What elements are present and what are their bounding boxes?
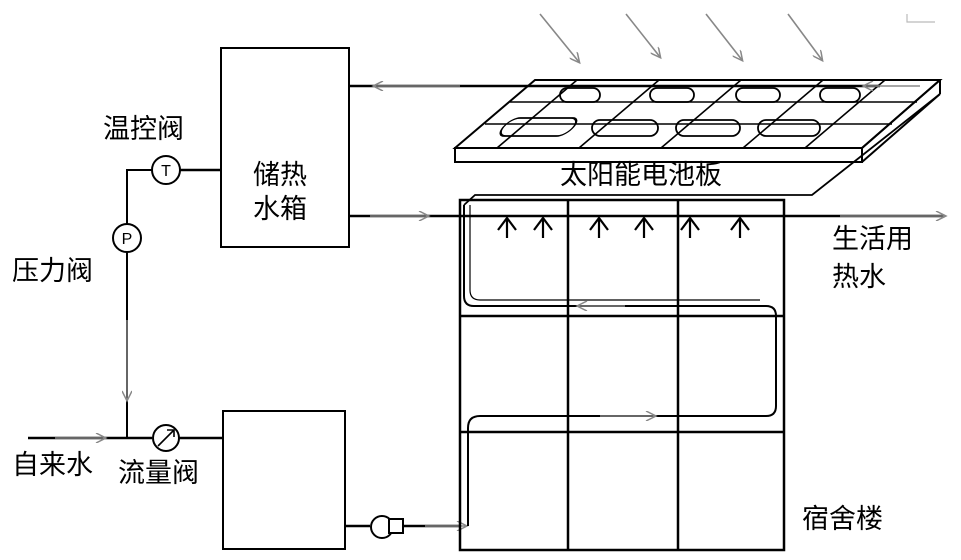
tap-water-label: 自来水: [12, 450, 93, 481]
dormitory-building: [458, 198, 786, 552]
pressure-valve-label: 压力阀: [12, 256, 93, 287]
pump-symbol: [370, 515, 404, 539]
temp-valve-label: 温控阀: [103, 114, 184, 145]
sun-rays: [539, 13, 822, 62]
pressure-valve-letter: P: [122, 231, 133, 248]
corner-mark: [906, 14, 935, 23]
flow-valve-symbol: [152, 424, 180, 452]
heat-arrows: [497, 216, 750, 238]
pressure-valve-symbol: P: [112, 223, 142, 253]
hot-water-label-line2: 热水: [832, 262, 886, 293]
solar-panel: [452, 79, 943, 163]
solar-panel-label: 太阳能电池板: [560, 160, 722, 191]
temp-valve-symbol: T: [151, 155, 181, 185]
lower-tank: [222, 410, 346, 550]
building-serpentine-pipe: [463, 205, 777, 526]
temp-valve-letter: T: [161, 163, 171, 180]
valve-branch-pipe: [126, 169, 152, 224]
serpentine-pipe-inner: [469, 205, 760, 301]
storage-tank-label-line2: 水箱: [253, 194, 307, 225]
storage-tank-label-line1: 储热: [253, 160, 307, 191]
dormitory-label: 宿舍楼: [802, 504, 883, 535]
hot-water-label-line1: 生活用: [832, 224, 913, 255]
storage-tank: [220, 47, 350, 248]
flow-valve-label: 流量阀: [118, 458, 199, 489]
